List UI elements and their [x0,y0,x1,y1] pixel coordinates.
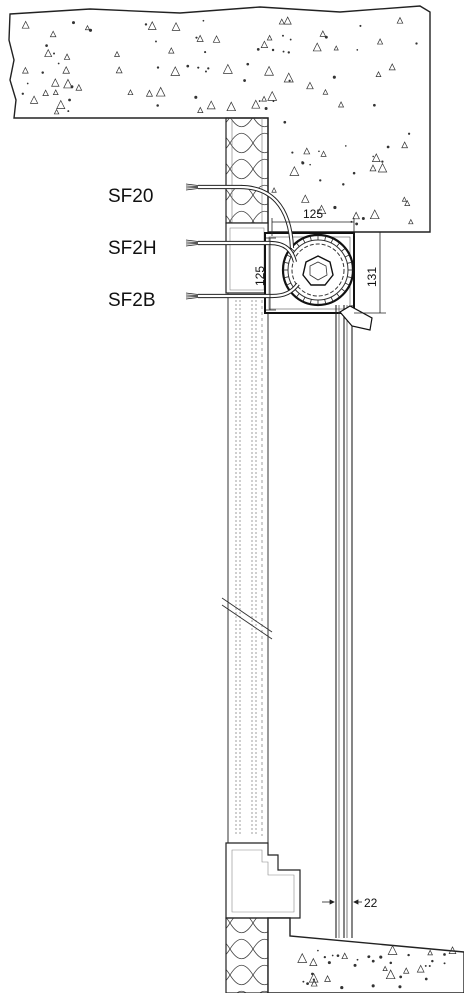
window-frame-head [225,222,269,294]
dimension-box-inner-height: 125 [253,266,267,286]
dimension-lines [266,218,386,905]
concrete-aggregate [21,16,418,226]
window-sill-frame [225,842,301,919]
wire-ends [185,183,199,300]
dimension-box-width: 125 [303,207,323,221]
rolled-slats [283,235,353,305]
cable-label-sf2h: SF2H [108,238,157,259]
concrete-aggregate [297,944,457,990]
cable-label-sf2b: SF2B [108,290,156,311]
cable-labels: SF20 SF2H SF2B [108,186,157,311]
cables [185,183,300,300]
guide-rail [335,305,373,938]
dimension-guide-rail-depth: 22 [364,896,378,910]
window-glazing [221,293,273,843]
dimension-box-total-height: 131 [365,267,379,287]
concrete-lintel [8,5,431,233]
insulated-wall-lower [225,917,269,993]
dimension-labels: 125 125 131 22 [253,207,379,910]
cable-label-sf20: SF20 [108,186,153,207]
insulated-wall-upper [225,117,269,224]
concrete-floor [267,917,464,993]
